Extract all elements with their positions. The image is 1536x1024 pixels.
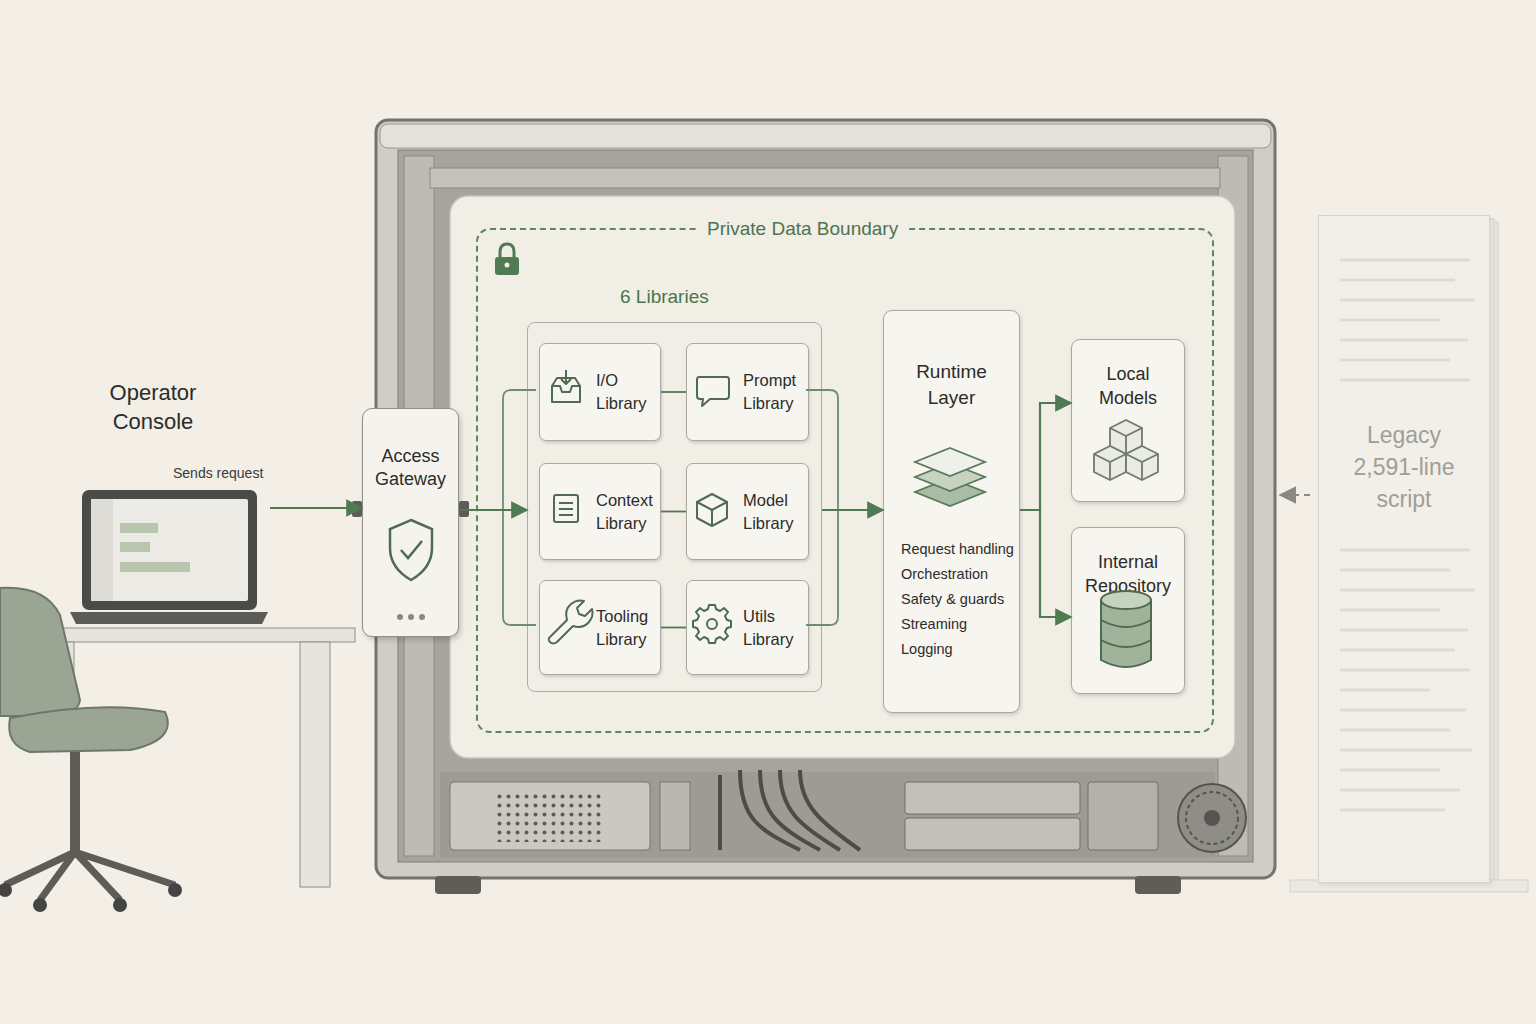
flow-connector [661,511,686,513]
boundary-region: Private Data Boundary6 LibrariesI/O Libr… [476,228,1214,733]
flow-connector [822,509,883,511]
flow-connector [661,391,686,393]
legacy-dashed-arrow [1282,494,1310,496]
node-title: Internal Repository [1072,550,1184,598]
flow-connector [459,509,527,511]
flow-connector [1020,510,1071,617]
node-title: Access Gateway [363,445,458,491]
library-box: Context Library [539,463,661,560]
node-title: Private Data Boundary [697,217,908,241]
port-connector [352,501,362,517]
library-box: Model Library [686,463,809,560]
list-item: Request handling [901,540,1014,558]
list-item: Logging [901,640,953,658]
repository-box: Internal Repository [1071,527,1185,694]
list-item: Streaming [901,615,967,633]
flow-connector [270,507,362,509]
library-group: 6 LibrariesI/O LibraryPrompt LibraryCont… [527,322,822,692]
node-title: Model Library [743,489,813,535]
models-box: Local Models [1071,339,1185,502]
node-title: Utils Library [743,605,813,651]
legacy-script-stack: Legacy 2,591-line script [1318,215,1490,883]
library-box: I/O Library [539,343,661,441]
node-title: Prompt Library [743,369,813,415]
runtime-box: Runtime LayerRequest handlingOrchestrati… [883,310,1020,713]
node-title: Context Library [596,489,666,535]
node-title: Operator Console [98,378,208,436]
node-title: 6 Libraries [620,285,709,309]
operator-console: Operator Console [70,378,270,628]
port-connector [459,501,469,517]
node-title: Runtime Layer [884,359,1019,411]
list-item: Safety & guards [901,590,1004,608]
node-title: I/O Library [596,369,666,415]
node-title: Tooling Library [596,605,666,651]
library-box: Prompt Library [686,343,809,441]
edge-label: Sends request [173,464,263,482]
flow-connector [1020,403,1071,510]
list-item: Orchestration [901,565,988,583]
node-title: Local Models [1072,362,1184,410]
node-title: Legacy 2,591-line script [1319,419,1489,515]
library-box: Tooling Library [539,580,661,675]
lock-icon [495,244,519,275]
gateway-box: Access Gateway [362,408,459,637]
library-box: Utils Library [686,580,809,675]
flow-connector [661,627,686,629]
